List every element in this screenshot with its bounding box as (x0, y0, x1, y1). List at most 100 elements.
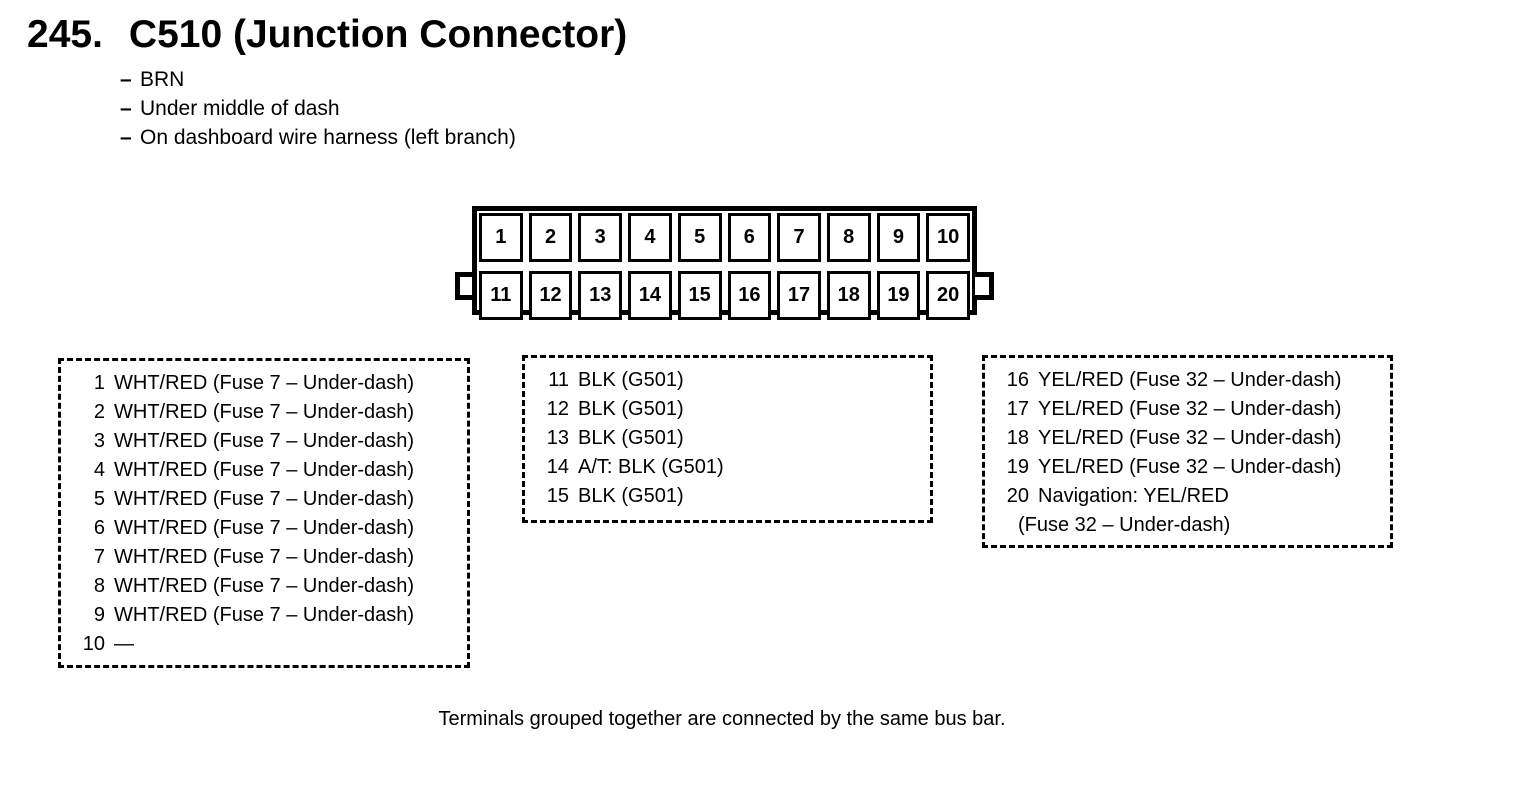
pin-number: 18 (1006, 427, 1029, 449)
terminal-cell-18: 18 (826, 271, 871, 320)
pin-wire-label: BLK (G501) (578, 485, 684, 507)
pin-number: 19 (1006, 456, 1029, 478)
terminal-cell-20: 20 (926, 271, 970, 320)
pin-wire-label: WHT/RED (Fuse 7 – Under-dash) (114, 546, 415, 568)
pin-wire-label: WHT/RED (Fuse 7 – Under-dash) (114, 575, 415, 597)
pin-row-2: 2 WHT/RED (Fuse 7 – Under-dash) (61, 398, 467, 427)
pin-row-20: 20 Navigation: YEL/RED (985, 482, 1390, 511)
pin-number: 9 (93, 604, 105, 626)
pin-number: 7 (93, 546, 105, 568)
connector-details: – BRN – Under middle of dash – On dashbo… (120, 65, 516, 152)
pin-wire-label: BLK (G501) (578, 398, 684, 420)
pin-wire-label: WHT/RED (Fuse 7 – Under-dash) (114, 372, 415, 394)
detail-color: – BRN (120, 65, 516, 94)
pin-wire-label: WHT/RED (Fuse 7 – Under-dash) (114, 430, 415, 452)
pin-number: 13 (546, 427, 569, 449)
terminal-cell-9: 9 (876, 213, 921, 262)
pin-wire-label: WHT/RED (Fuse 7 – Under-dash) (114, 517, 415, 539)
pin-row-6: 6 WHT/RED (Fuse 7 – Under-dash) (61, 514, 467, 543)
connector-left-tab (455, 272, 474, 300)
detail-location: – Under middle of dash (120, 94, 516, 123)
pin-row-8: 8 WHT/RED (Fuse 7 – Under-dash) (61, 572, 467, 601)
pin-wire-label: Navigation: YEL/RED (1038, 485, 1229, 507)
pin-row-13: 13 BLK (G501) (525, 424, 930, 453)
bullet-dash: – (120, 68, 132, 91)
terminal-cell-8: 8 (826, 213, 871, 262)
pin-number: 3 (93, 430, 105, 452)
terminal-cell-11: 11 (479, 271, 523, 320)
pin-row-1: 1 WHT/RED (Fuse 7 – Under-dash) (61, 369, 467, 398)
pin-row-10: 10 — (61, 630, 467, 659)
terminal-cell-19: 19 (876, 271, 921, 320)
pin-number: 2 (93, 401, 105, 423)
pin-wire-label: A/T: BLK (G501) (578, 456, 724, 478)
detail-text: On dashboard wire harness (left branch) (140, 126, 516, 149)
pin-row-7: 7 WHT/RED (Fuse 7 – Under-dash) (61, 543, 467, 572)
terminal-cell-16: 16 (727, 271, 772, 320)
pin-number: 20 (1006, 485, 1029, 507)
pin-number: 8 (93, 575, 105, 597)
pin-row-5: 5 WHT/RED (Fuse 7 – Under-dash) (61, 485, 467, 514)
pin-wire-label: — (114, 633, 134, 655)
pin-row-18: 18 YEL/RED (Fuse 32 – Under-dash) (985, 424, 1390, 453)
pin-number: 16 (1006, 369, 1029, 391)
pin-wire-label: YEL/RED (Fuse 32 – Under-dash) (1038, 427, 1342, 449)
terminal-cell-14: 14 (628, 271, 672, 320)
pin-row-12: 12 BLK (G501) (525, 395, 930, 424)
pin-row-14: 14 A/T: BLK (G501) (525, 453, 930, 482)
terminal-cell-1: 1 (479, 213, 523, 262)
terminal-cell-6: 6 (727, 213, 772, 262)
footer-note: Terminals grouped together are connected… (438, 708, 1006, 730)
terminal-cell-17: 17 (777, 271, 821, 320)
terminal-cell-10: 10 (926, 213, 970, 262)
pin-wire-label: WHT/RED (Fuse 7 – Under-dash) (114, 604, 415, 626)
terminal-cell-3: 3 (578, 213, 623, 262)
pin-number: 12 (546, 398, 569, 420)
pin-wire-label-continuation: (Fuse 32 – Under-dash) (1018, 514, 1231, 536)
pin-row-16: 16 YEL/RED (Fuse 32 – Under-dash) (985, 366, 1390, 395)
pin-number: 14 (546, 456, 569, 478)
terminal-cell-5: 5 (677, 213, 722, 262)
pin-number: 6 (93, 517, 105, 539)
pin-wire-label: WHT/RED (Fuse 7 – Under-dash) (114, 488, 415, 510)
pin-number: 17 (1006, 398, 1029, 420)
detail-harness: – On dashboard wire harness (left branch… (120, 123, 516, 152)
connector-title: C510 (Junction Connector) (128, 13, 628, 56)
pin-row-3: 3 WHT/RED (Fuse 7 – Under-dash) (61, 427, 467, 456)
terminal-cell-13: 13 (578, 271, 623, 320)
pin-wire-label: WHT/RED (Fuse 7 – Under-dash) (114, 401, 415, 423)
terminal-cell-15: 15 (677, 271, 722, 320)
pin-number: 5 (93, 488, 105, 510)
pin-row-11: 11 BLK (G501) (525, 366, 930, 395)
pin-row-4: 4 WHT/RED (Fuse 7 – Under-dash) (61, 456, 467, 485)
pin-wire-label: BLK (G501) (578, 427, 684, 449)
pin-wire-label: WHT/RED (Fuse 7 – Under-dash) (114, 459, 415, 481)
pin-number: 4 (93, 459, 105, 481)
pin-row-9: 9 WHT/RED (Fuse 7 – Under-dash) (61, 601, 467, 630)
connector-right-tab (975, 272, 994, 300)
page-title: 245. C510 (Junction Connector) (27, 13, 627, 57)
section-number: 245. (27, 13, 103, 56)
pin-number: 10 (82, 633, 105, 655)
terminal-cell-4: 4 (628, 213, 672, 262)
pin-wire-label: BLK (G501) (578, 369, 684, 391)
pin-wire-label: YEL/RED (Fuse 32 – Under-dash) (1038, 398, 1342, 420)
terminal-cell-12: 12 (528, 271, 573, 320)
pin-number: 1 (93, 372, 105, 394)
pin-wire-label: YEL/RED (Fuse 32 – Under-dash) (1038, 456, 1342, 478)
pin-wire-label: YEL/RED (Fuse 32 – Under-dash) (1038, 369, 1342, 391)
pin-number: 11 (548, 369, 569, 391)
terminal-cell-2: 2 (528, 213, 573, 262)
pin-row-19: 19 YEL/RED (Fuse 32 – Under-dash) (985, 453, 1390, 482)
bullet-dash: – (120, 97, 132, 120)
terminal-cell-7: 7 (777, 213, 821, 262)
detail-text: Under middle of dash (140, 97, 340, 120)
